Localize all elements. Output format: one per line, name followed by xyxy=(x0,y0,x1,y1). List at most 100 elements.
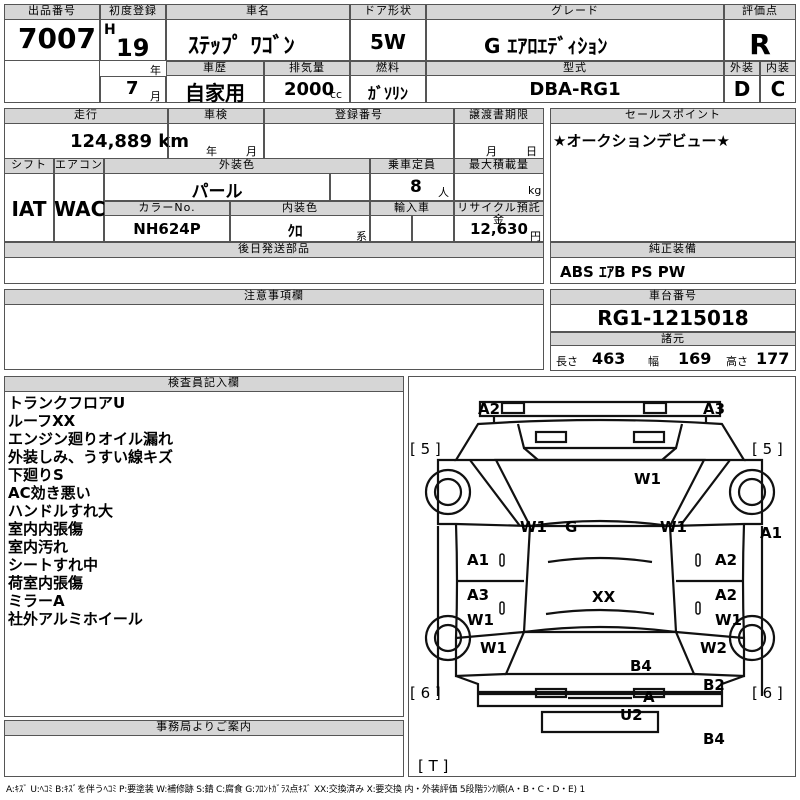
capacity: 8 xyxy=(410,177,422,197)
mileage: 124,889 km xyxy=(70,131,189,152)
corner-label: [ 6 ] xyxy=(410,684,441,702)
legend: A:ｷｽﾞ U:ﾍｺﾐ B:ｷｽﾞを伴うﾍｺﾐ P:要塗装 W:補修跡 S:錆 … xyxy=(6,785,585,795)
damage-mark: W2 xyxy=(700,639,727,657)
recycle: 12,630 xyxy=(470,220,528,238)
grade-cell xyxy=(426,19,724,61)
import-cell-b xyxy=(412,215,454,242)
score-header: 評価点 xyxy=(724,4,796,20)
ext-grade: D xyxy=(733,77,751,101)
recycle-unit: 円 xyxy=(530,230,541,243)
fuel-header: 燃料 xyxy=(350,61,426,76)
comment-line: 室内汚れ xyxy=(8,538,69,556)
ext-color-blank xyxy=(330,173,370,201)
ac: WAC xyxy=(54,197,106,221)
equipment-cell xyxy=(550,257,796,284)
comment-line: 室内内張傷 xyxy=(8,520,84,538)
damage-mark: B4 xyxy=(703,730,725,748)
inspector-header: 検査員記入欄 xyxy=(4,376,404,392)
inspection-header: 車検 xyxy=(168,108,264,124)
reg-no-cell xyxy=(264,123,454,159)
import-header: 輸入車 xyxy=(370,201,454,216)
lot-number-header: 出品番号 xyxy=(4,4,100,20)
color-no-header: カラーNo. xyxy=(104,201,230,216)
car-diagram xyxy=(424,400,776,734)
damage-mark: A3 xyxy=(467,586,490,604)
era: H xyxy=(104,22,116,38)
car-name: ｽﾃｯﾌﾟ ﾜｺﾞﾝ xyxy=(188,34,295,59)
comment-line: AC効き悪い xyxy=(8,484,91,502)
ext-grade-cell xyxy=(724,75,760,103)
lot-number: 7007 xyxy=(18,22,96,55)
ext-color-header: 外装色 xyxy=(104,158,370,174)
comment-line: シートすれ中 xyxy=(8,556,99,574)
office-cell xyxy=(4,735,404,777)
equipment-header: 純正装備 xyxy=(550,242,796,258)
comment-line: トランクフロアU xyxy=(8,394,126,412)
damage-mark: A1 xyxy=(760,524,783,542)
first-reg-cell xyxy=(100,19,166,61)
capacity-header: 乗車定員 xyxy=(370,158,454,174)
comment-line: 下廻りS xyxy=(8,466,64,484)
model-cell xyxy=(426,75,724,103)
width: 169 xyxy=(678,349,712,368)
corner-label: [ 5 ] xyxy=(410,440,441,458)
import-cell-a xyxy=(370,215,412,242)
damage-mark: W1 xyxy=(520,518,547,536)
damage-mark: G xyxy=(565,518,578,536)
height: 177 xyxy=(756,349,790,368)
grade-header: グレード xyxy=(426,4,724,20)
model: DBA-RG1 xyxy=(529,79,621,100)
reg-no-header: 登録番号 xyxy=(264,108,454,124)
mileage-header: 走行 xyxy=(4,108,168,124)
sales-point-cell xyxy=(550,123,796,242)
grade: G ｴｱﾛｴﾃﾞｨｼｮﾝ xyxy=(484,34,608,58)
insp-month-unit: 月 xyxy=(246,145,257,158)
fuel: ｶﾞｿﾘﾝ xyxy=(367,84,408,103)
door-header: ドア形状 xyxy=(350,4,426,20)
int-grade: C xyxy=(770,77,786,101)
color-no-cell xyxy=(104,215,230,242)
sales-point-header: セールスポイント xyxy=(550,108,796,124)
damage-mark: A2 xyxy=(715,551,738,569)
ac-cell xyxy=(54,173,104,242)
max-load-cell xyxy=(454,173,544,201)
displacement-cell xyxy=(264,75,350,103)
trunk-label: [ T ] xyxy=(418,757,449,775)
damage-mark: A2 xyxy=(478,400,501,418)
recycle-cell xyxy=(454,215,544,242)
notes-header: 注意事項欄 xyxy=(4,289,544,305)
comment-line: ハンドルすれ大 xyxy=(8,502,114,520)
shift: IAT xyxy=(11,197,47,221)
transfer-month-unit: 月 xyxy=(486,145,497,158)
capacity-unit: 人 xyxy=(438,186,449,199)
score-cell xyxy=(724,19,796,61)
model-header: 型式 xyxy=(426,61,724,76)
equipment: ABS ｴｱB PS PW xyxy=(560,263,686,281)
color-no: NH624P xyxy=(133,220,201,238)
comment-line: 外装しみ、うすい線キズ xyxy=(8,448,174,466)
ext-color-cell xyxy=(104,173,330,201)
damage-mark: A xyxy=(643,688,655,706)
door-type: 5W xyxy=(370,30,406,54)
comment-line: 社外アルミホイール xyxy=(8,610,143,628)
month-cell xyxy=(100,76,166,103)
damage-mark: A2 xyxy=(715,586,738,604)
car-name-header: 車名 xyxy=(166,4,350,20)
int-grade-header: 内装 xyxy=(760,61,796,76)
car-diagram-frame xyxy=(408,376,796,777)
ac-header: エアコン xyxy=(54,158,104,174)
damage-mark: B2 xyxy=(703,676,725,694)
fuel-cell xyxy=(350,75,426,103)
displacement-unit: cc xyxy=(330,88,343,101)
int-grade-cell xyxy=(760,75,796,103)
int-color-cell xyxy=(230,215,370,242)
history-header: 車歴 xyxy=(166,61,264,76)
damage-mark: W1 xyxy=(480,639,507,657)
later-parts-cell xyxy=(4,257,544,284)
reg-month: 7 xyxy=(126,78,139,99)
chassis-header: 車台番号 xyxy=(550,289,796,305)
comment-line: ルーフXX xyxy=(8,412,76,430)
recycle-header: リサイクル預託金 xyxy=(454,201,544,226)
history: 自家用 xyxy=(185,81,245,105)
transfer-header: 譲渡書期限 xyxy=(454,108,544,124)
